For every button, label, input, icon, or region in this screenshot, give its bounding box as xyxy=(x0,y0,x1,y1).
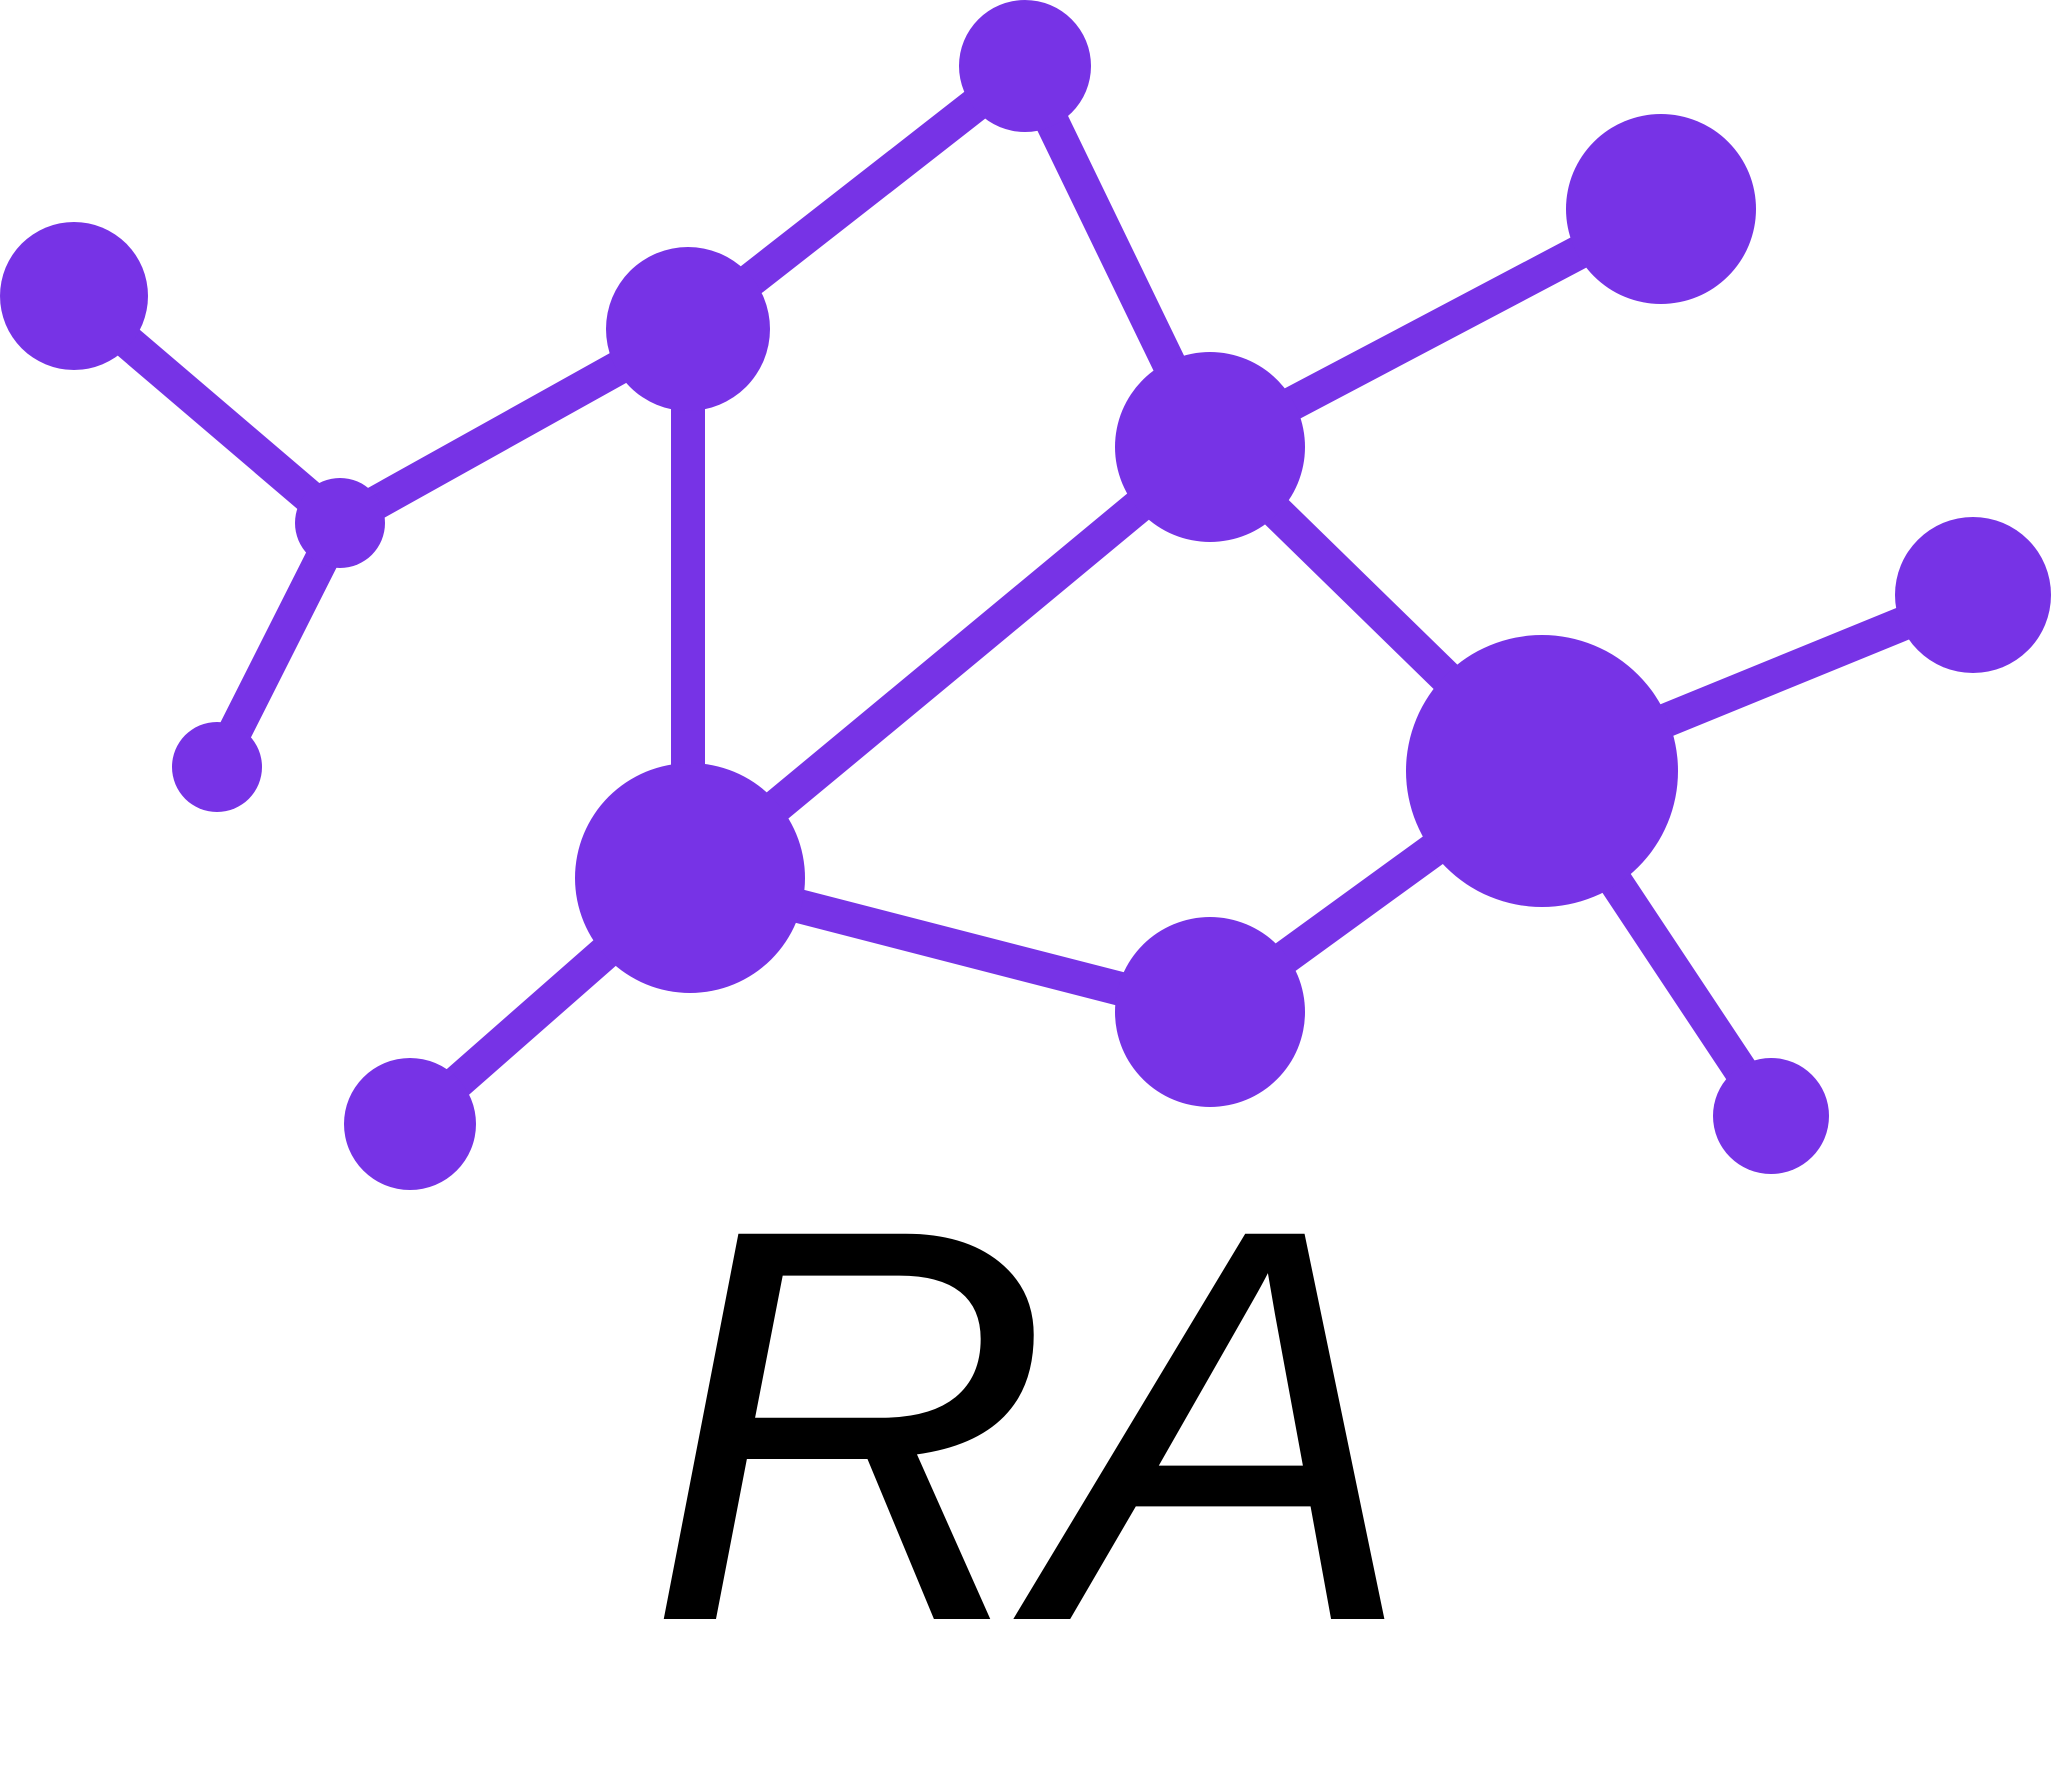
network-node xyxy=(1406,635,1678,907)
network-node xyxy=(172,722,262,812)
network-node xyxy=(295,478,385,568)
network-node xyxy=(1713,1058,1829,1174)
network-node xyxy=(959,0,1091,132)
network-node xyxy=(1895,517,2051,673)
network-node xyxy=(1115,352,1305,542)
network-node xyxy=(344,1058,476,1190)
network-node xyxy=(0,222,148,370)
logo-wordmark: RA xyxy=(646,1112,1415,1738)
network-edge xyxy=(200,506,357,784)
network-nodes xyxy=(0,0,2051,1190)
network-node xyxy=(1566,114,1756,304)
network-node xyxy=(606,247,770,411)
network-node xyxy=(575,763,805,993)
network-node xyxy=(1115,917,1305,1107)
